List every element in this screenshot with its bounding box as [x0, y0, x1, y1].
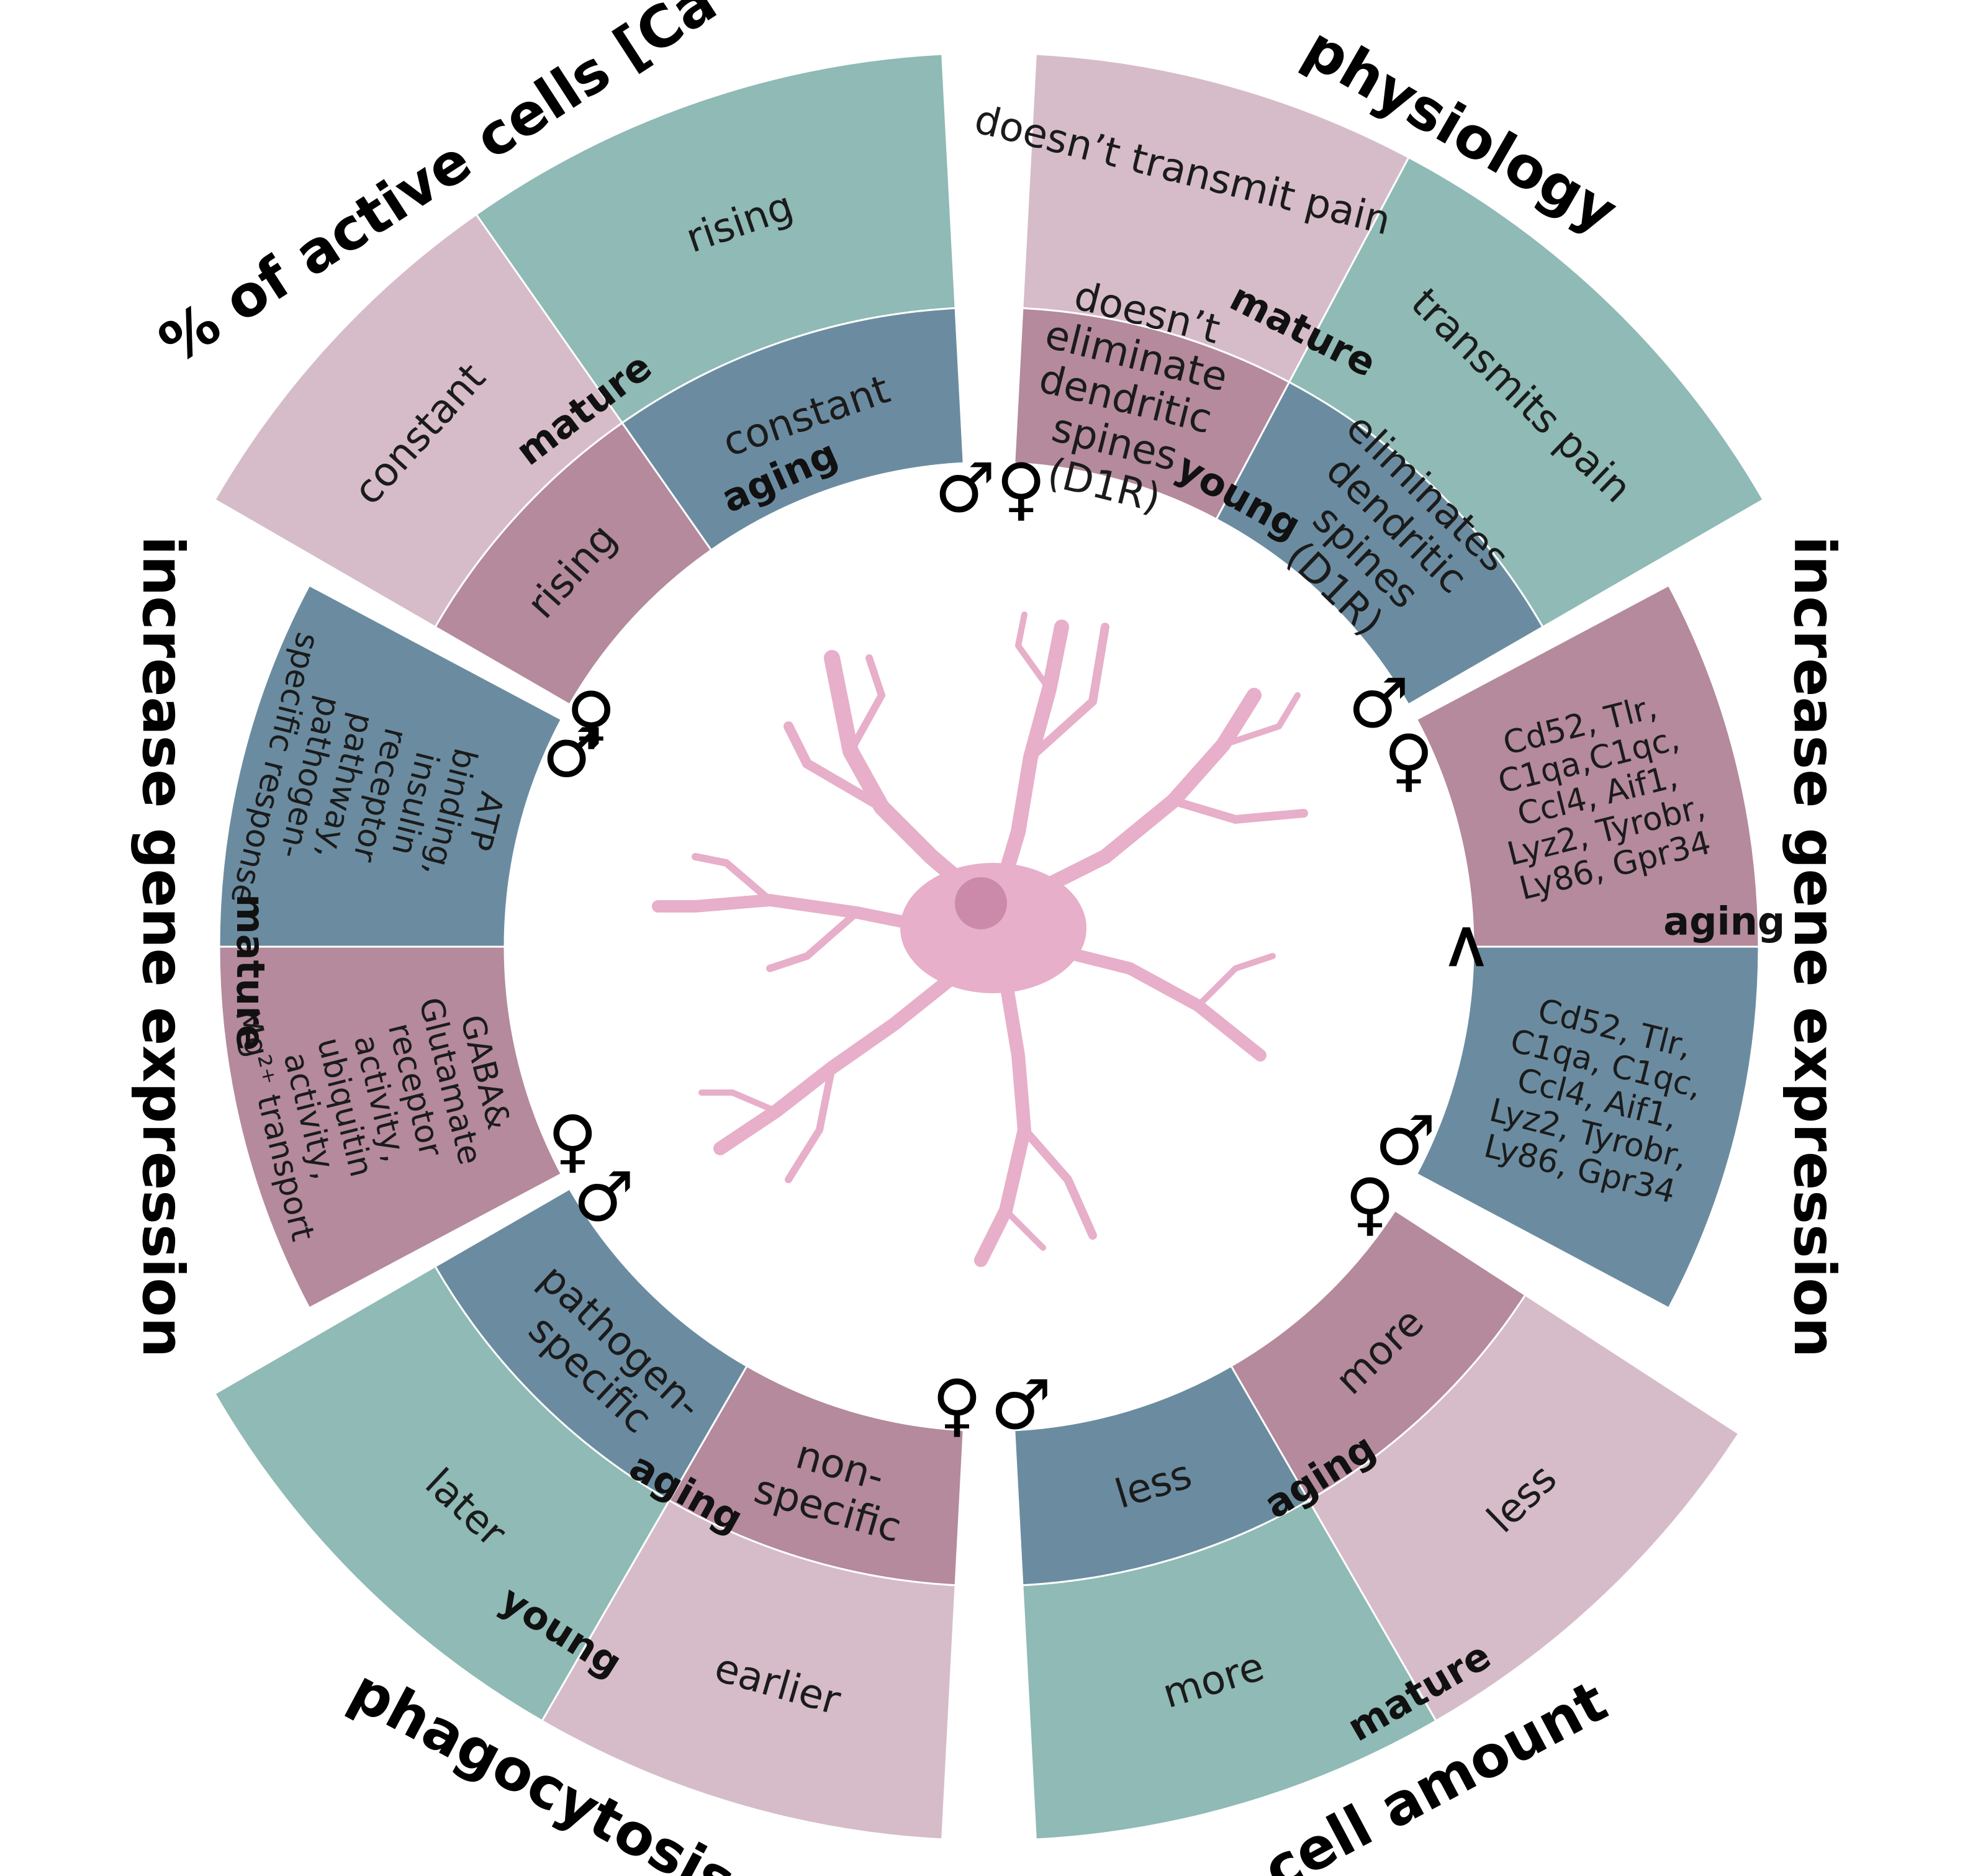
process-lower-left — [713, 968, 963, 1155]
female-symbol-cell: ♀ — [1345, 1164, 1395, 1243]
gene-right-aging-tag: aging — [1663, 898, 1785, 944]
physiology-male-young-text: eliminatesdendriticspines(D1R) — [1244, 405, 1517, 677]
physiology-male-young-segment — [1215, 381, 1545, 706]
process-lc-twig — [1003, 1207, 1046, 1251]
process-ul-twig — [847, 654, 885, 755]
gene-right-less-than-line: < — [1432, 921, 1505, 973]
male-symbol-gene-left: ♂ — [542, 713, 603, 792]
cell-male-aging-segment — [1013, 1364, 1311, 1587]
gene-right-less-than: < — [1432, 921, 1505, 973]
microglia-soma — [900, 863, 1086, 993]
gene-right-title-line: increase gene expression — [1781, 536, 1848, 1358]
phago-male-aging-segment — [433, 1187, 749, 1502]
gene-left-title: increase gene expression — [130, 536, 196, 1358]
process-uc-branch — [1026, 623, 1109, 762]
gene-left-male-segment — [218, 584, 563, 948]
process-ur-twig — [1220, 692, 1301, 748]
process-ll-branch — [785, 1064, 836, 1183]
male-symbol-physiology: ♂ — [1348, 664, 1409, 743]
gene-right-male-segment — [1415, 945, 1760, 1310]
process-ll-twig — [698, 1089, 779, 1114]
female-symbol-gene-left: ♀ — [548, 1101, 598, 1181]
process-ur-branch — [1169, 796, 1308, 824]
female-symbol-calcium: ♀ — [566, 677, 616, 757]
male-symbol-gene-right: ♂ — [1375, 1101, 1436, 1181]
gene-left-mature-tag-line: mature — [228, 894, 273, 1051]
process-ul-branch — [784, 721, 887, 812]
gene-left-mature-tag: mature — [228, 894, 273, 1051]
process-right — [1049, 944, 1267, 1062]
gene-right-title: increase gene expression — [1781, 536, 1848, 1358]
calcium-male-aging-segment — [621, 307, 965, 552]
gene-left-title-line: increase gene expression — [130, 536, 196, 1358]
female-symbol-physiology: ♀ — [996, 449, 1046, 528]
process-lc-branch — [1020, 1125, 1097, 1240]
process-upper-left — [824, 650, 983, 902]
process-right-twig — [1195, 953, 1276, 1009]
ring-segments — [213, 53, 1765, 1841]
microglia-cell-illustration — [652, 611, 1308, 1267]
physiology-female-young-text: doesn’teliminatedendriticspines(D1R) — [1008, 268, 1243, 530]
male-symbol-cell: ♂ — [990, 1365, 1052, 1445]
gene-right-aging-tag-line: aging — [1663, 898, 1785, 944]
male-symbol-calcium: ♂ — [934, 448, 996, 528]
female-symbol-phago: ♀ — [932, 1365, 982, 1445]
process-left-branch — [692, 853, 774, 904]
process-uc-twig — [1015, 611, 1052, 692]
female-symbol-gene-right: ♀ — [1384, 720, 1434, 800]
gene-right-female-text: Cd52, Tlr,C1qa,C1qc,Ccl4, Aif1,Lyz2, Tyr… — [1478, 683, 1718, 908]
male-symbol-phago: ♂ — [573, 1157, 634, 1237]
microglia-nucleus — [955, 877, 1007, 929]
process-left-twig — [766, 909, 860, 972]
